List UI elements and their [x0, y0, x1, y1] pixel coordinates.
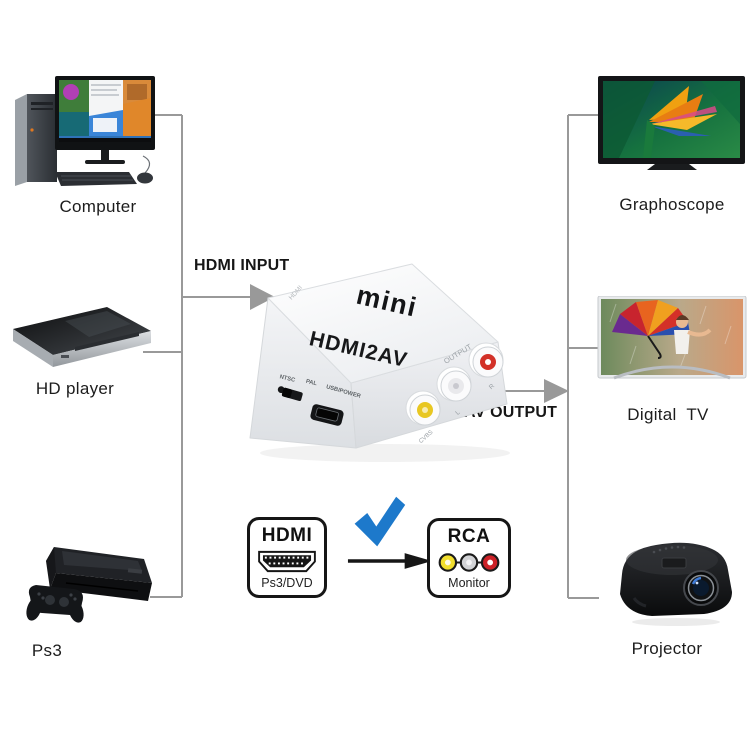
converter-cvbs-label: CVBS — [418, 430, 434, 445]
digital-tv-label: Digital TV — [627, 405, 709, 424]
projector-label: Projector — [631, 639, 703, 658]
graphoscope-label: Graphoscope — [619, 195, 725, 214]
ps3-label: Ps3 — [31, 641, 63, 660]
hd-player-illustration — [13, 307, 151, 367]
projector-illustration — [620, 542, 732, 626]
converter-audio-right-label: R — [488, 383, 496, 392]
ntsc-pal-switch-icon — [277, 386, 303, 402]
converter-top-face — [267, 263, 499, 384]
hd-player-label: HD player — [35, 379, 115, 398]
hdmi-legend-title: HDMI — [261, 525, 313, 546]
hdmi-connector-icon — [258, 550, 316, 573]
computer-illustration — [15, 76, 155, 186]
rca-legend-title: RCA — [447, 526, 491, 547]
hdmi-legend-subtitle: Ps3/DVD — [261, 576, 313, 590]
rca-jack-left-icon — [436, 366, 472, 402]
hdmi-legend-box: HDMI Ps3/DVD — [247, 517, 327, 598]
hdmi-input-label: HDMI INPUT — [194, 257, 290, 274]
rca-jack-right-icon — [468, 342, 504, 378]
rca-legend-box: RCA Monitor — [427, 518, 511, 598]
converter-illustration: mini HDMI2AV HDMI OUTPUT NTSC PAL USB/PO… — [249, 263, 510, 462]
ps3-illustration — [26, 547, 152, 623]
checkmark-icon — [354, 496, 406, 547]
av-output-arrowhead-icon — [544, 379, 569, 403]
rca-legend-subtitle: Monitor — [448, 576, 490, 590]
hdmi-input-arrowhead-icon — [250, 284, 275, 310]
rca-connectors-icon — [438, 552, 500, 572]
legend-arrow-icon — [347, 553, 433, 569]
converter-audio-left-label: L — [454, 409, 462, 417]
converter-pal-label: PAL — [305, 379, 318, 388]
rca-jack-video-icon — [405, 390, 441, 426]
graphoscope-illustration — [598, 76, 745, 170]
mini-usb-port-icon — [310, 404, 344, 426]
computer-label: Computer — [59, 197, 137, 216]
digital-tv-illustration — [597, 296, 747, 380]
converter-ntsc-label: NTSC — [279, 374, 297, 384]
